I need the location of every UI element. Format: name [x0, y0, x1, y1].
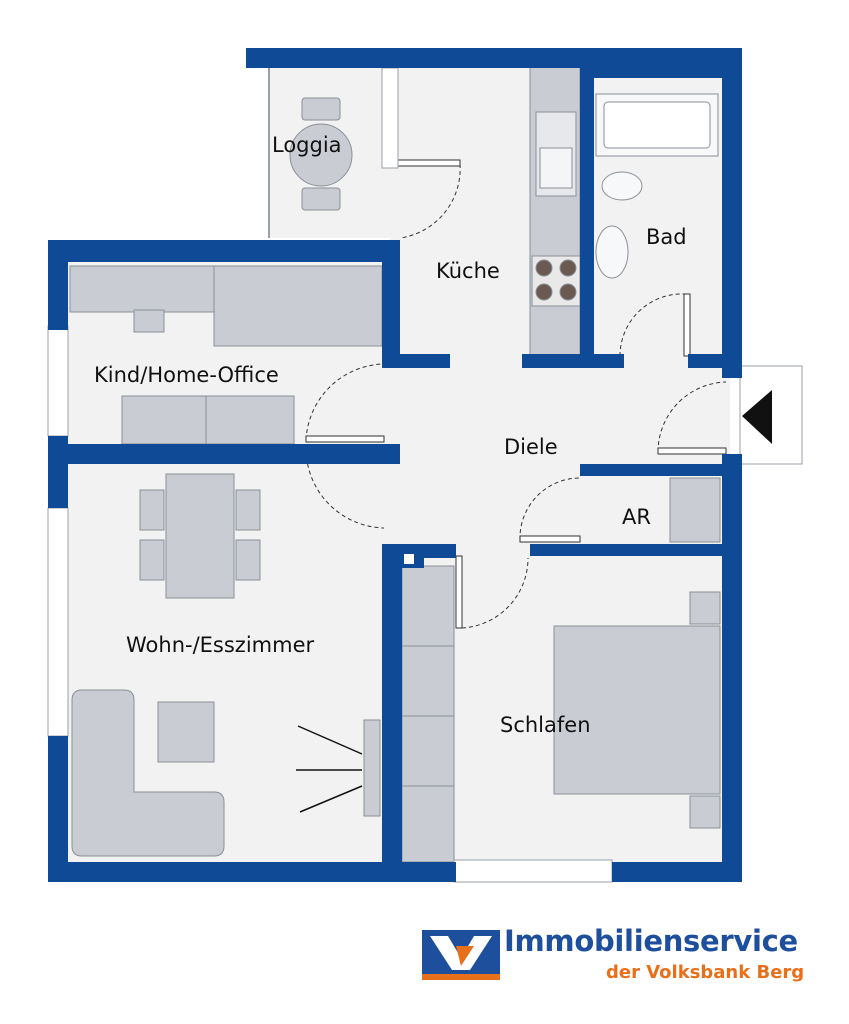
brand-name: Immobilienservice	[504, 924, 798, 958]
loggia-chair-bottom	[301, 187, 341, 211]
room-label-wohnen: Wohn-/Esszimmer	[126, 633, 314, 657]
tv-stand	[363, 719, 381, 817]
dining-table	[165, 473, 235, 599]
kitchen-sink-basin	[539, 147, 573, 189]
room-label-kind: Kind/Home-Office	[94, 363, 279, 387]
desk	[213, 265, 383, 347]
room-label-diele: Diele	[504, 435, 558, 459]
room-label-schlafen: Schlafen	[500, 713, 591, 737]
volksbank-logo	[422, 930, 500, 980]
bed-kind	[121, 395, 295, 445]
corner-sofa	[71, 689, 225, 857]
shelf	[69, 265, 215, 313]
kitchen-counter	[529, 65, 581, 357]
double-bed	[553, 625, 721, 795]
room-label-kueche: Küche	[436, 259, 500, 283]
walls	[48, 48, 742, 882]
loggia-chair-top	[301, 97, 341, 121]
washbasin	[595, 225, 629, 279]
room-label-ar: AR	[622, 505, 651, 529]
loggia-table	[289, 123, 353, 187]
brand-subtitle: der Volksbank Berg	[606, 962, 805, 983]
storage-shelf	[669, 477, 721, 543]
tv-rays	[296, 725, 363, 813]
loggia-railing	[268, 66, 270, 238]
desk-chair	[133, 309, 165, 333]
furniture	[69, 65, 721, 863]
side-table	[157, 701, 215, 763]
door-swings	[305, 163, 727, 629]
room-label-loggia: Loggia	[272, 133, 342, 157]
entrance-arrow-icon	[742, 390, 772, 444]
wardrobe	[401, 565, 455, 863]
toilet	[601, 171, 643, 201]
room-label-bad: Bad	[646, 225, 687, 249]
